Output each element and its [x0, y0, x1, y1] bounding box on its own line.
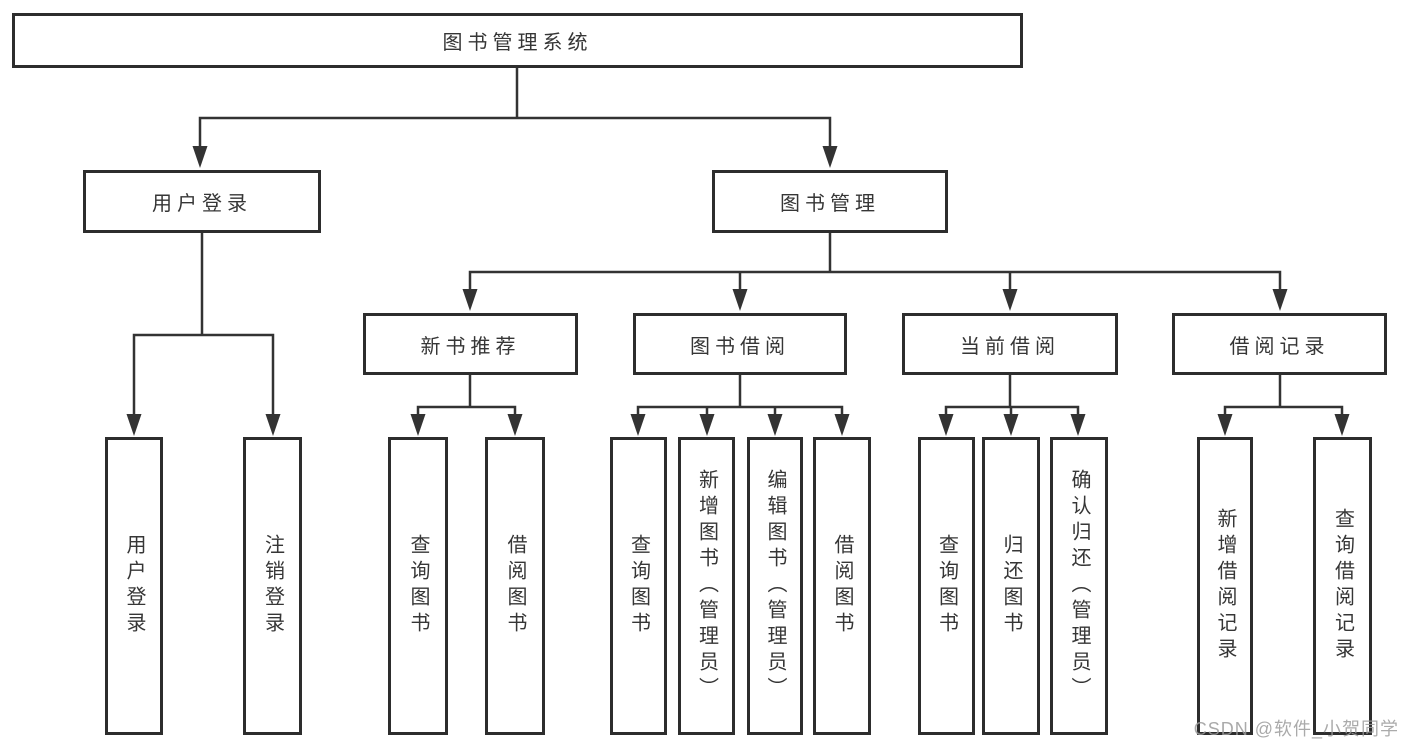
connector [132, 333, 275, 416]
arrow-down-icon [410, 414, 426, 436]
arrow-down-icon [834, 414, 850, 436]
leaf-query-borrow-record: 查询借阅记录 [1313, 437, 1372, 735]
leaf-query-books-borrow: 查询图书 [610, 437, 667, 735]
node-current-borrow: 当前借阅 [902, 313, 1118, 375]
node-book-borrow: 图书借阅 [633, 313, 847, 375]
arrow-down-icon [1334, 414, 1350, 436]
connector [636, 405, 844, 415]
arrow-down-icon [1217, 414, 1233, 436]
leaf-query-books-recommend: 查询图书 [388, 437, 448, 735]
leaf-add-borrow-record: 新增借阅记录 [1197, 437, 1253, 735]
leaf-query-books-current: 查询图书 [918, 437, 975, 735]
arrow-down-icon [1002, 289, 1018, 311]
leaf-add-books-admin: 新增图书（管理员） [678, 437, 735, 735]
connector [416, 405, 517, 415]
leaf-borrow-books-recommend: 借阅图书 [485, 437, 545, 735]
arrow-down-icon [507, 414, 523, 436]
arrow-down-icon [767, 414, 783, 436]
arrow-down-icon [192, 146, 208, 168]
arrow-down-icon [126, 414, 142, 436]
arrow-down-icon [1070, 414, 1086, 436]
node-book-management: 图书管理 [712, 170, 948, 233]
arrow-down-icon [1003, 414, 1019, 436]
node-library-management-system: 图书管理系统 [12, 13, 1023, 68]
connector [1223, 405, 1344, 415]
arrow-down-icon [732, 289, 748, 311]
leaf-user-login: 用户登录 [105, 437, 163, 735]
arrow-down-icon [699, 414, 715, 436]
leaf-confirm-return-admin: 确认归还（管理员） [1050, 437, 1108, 735]
csdn-watermark: CSDN @软件_小贺同学 [1193, 719, 1399, 739]
arrow-down-icon [938, 414, 954, 436]
arrow-down-icon [1272, 289, 1288, 311]
leaf-return-books: 归还图书 [982, 437, 1040, 735]
arrow-down-icon [822, 146, 838, 168]
node-new-book-recommend: 新书推荐 [363, 313, 578, 375]
leaf-borrow-books: 借阅图书 [813, 437, 871, 735]
leaf-edit-books-admin: 编辑图书（管理员） [747, 437, 803, 735]
connector [198, 116, 832, 148]
leaf-logout: 注销登录 [243, 437, 302, 735]
node-user-login: 用户登录 [83, 170, 321, 233]
arrow-down-icon [265, 414, 281, 436]
node-borrow-records: 借阅记录 [1172, 313, 1387, 375]
connector [468, 270, 1282, 291]
arrow-down-icon [462, 289, 478, 311]
arrow-down-icon [630, 414, 646, 436]
